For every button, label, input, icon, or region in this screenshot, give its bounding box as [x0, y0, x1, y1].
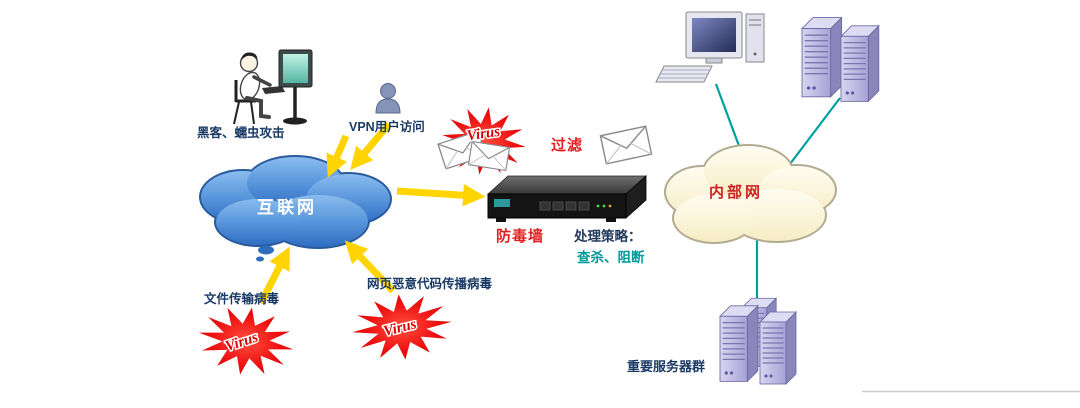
- desktop-computer-icon: [655, 11, 765, 83]
- arrow-web-virus-to-internet: [344, 240, 396, 294]
- vpn-label: VPN用户访问: [349, 119, 425, 134]
- firewall-label: 防毒墙: [496, 227, 544, 245]
- filter-label: 过滤: [551, 136, 583, 154]
- arrow-internet-to-firewall: [396, 184, 486, 207]
- strategy-actions: 查杀、阻断: [577, 249, 645, 265]
- envelope-dirty-2-icon: [467, 140, 511, 172]
- server-group-label: 重要服务器群: [627, 359, 705, 374]
- internet-cloud: 互联网: [199, 155, 392, 262]
- server-rack-icon: [801, 16, 880, 103]
- arrow-vpn-to-internet: [350, 121, 392, 171]
- intranet-label: 内部网: [709, 183, 763, 201]
- virus-burst-web-icon: Virus: [348, 289, 456, 365]
- internet-label: 互联网: [257, 198, 317, 217]
- virus-burst-top-icon: Virus: [437, 101, 531, 181]
- cloud-tail: [258, 245, 274, 255]
- hacker-workstation-icon: [233, 49, 313, 125]
- arrow-file-virus-to-internet: [257, 246, 290, 305]
- firewall-appliance-icon: [486, 175, 648, 222]
- virus-burst-file-icon: Virus: [192, 299, 300, 383]
- hacker-label: 黑客、蠕虫攻击: [197, 125, 285, 140]
- intranet-cloud: 内部网: [664, 144, 837, 244]
- connector-intranet-to-server-rack: [789, 97, 841, 165]
- server-group-icon: [719, 297, 797, 385]
- vpn-user-icon: [375, 83, 401, 114]
- arrow-hacker-to-internet: [326, 134, 350, 178]
- strategy-heading: 处理策略：: [573, 228, 642, 244]
- attack-arrows: [257, 121, 486, 305]
- web-virus-label: 网页恶意代码传播病毒: [367, 276, 493, 291]
- cloud-tail-small: [256, 256, 264, 262]
- envelope-clean-icon: [599, 125, 653, 165]
- virus-label-top: Virus: [466, 124, 501, 145]
- file-virus-label: 文件传输病毒: [204, 291, 280, 306]
